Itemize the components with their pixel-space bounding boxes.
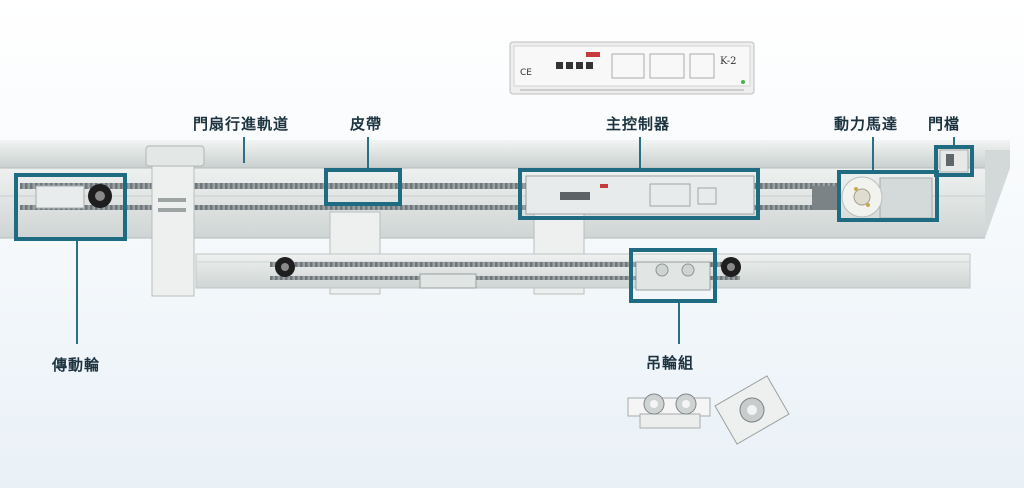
controller-leader <box>639 137 641 168</box>
hanger-leader <box>678 303 680 344</box>
hanger-label: 吊輪組 <box>646 354 695 372</box>
hanger-highlight <box>629 248 717 303</box>
hanger-photo-side <box>714 375 790 445</box>
controller-photo <box>509 41 755 95</box>
motor-leader <box>872 137 874 170</box>
stopper-label: 門檔 <box>928 115 961 133</box>
belt-highlight <box>324 168 402 206</box>
hanger-photo-front <box>627 393 711 429</box>
belt-label: 皮帶 <box>350 115 383 133</box>
stopper-highlight <box>934 145 974 177</box>
controller-label: 主控制器 <box>606 115 671 133</box>
belt-leader <box>367 137 369 168</box>
pulley-highlight <box>14 173 127 241</box>
controller-ce-mark: CE <box>520 68 532 78</box>
track-label: 門扇行進軌道 <box>193 115 290 133</box>
pulley-leader <box>76 241 78 344</box>
stopper-leader <box>953 137 955 145</box>
motor-label: 動力馬達 <box>834 115 899 133</box>
motor-highlight <box>837 170 939 222</box>
controller-highlight <box>518 168 760 220</box>
track-leader <box>243 137 245 163</box>
controller-model-text: K-2 <box>720 56 737 67</box>
pulley-label: 傳動輪 <box>52 356 101 374</box>
